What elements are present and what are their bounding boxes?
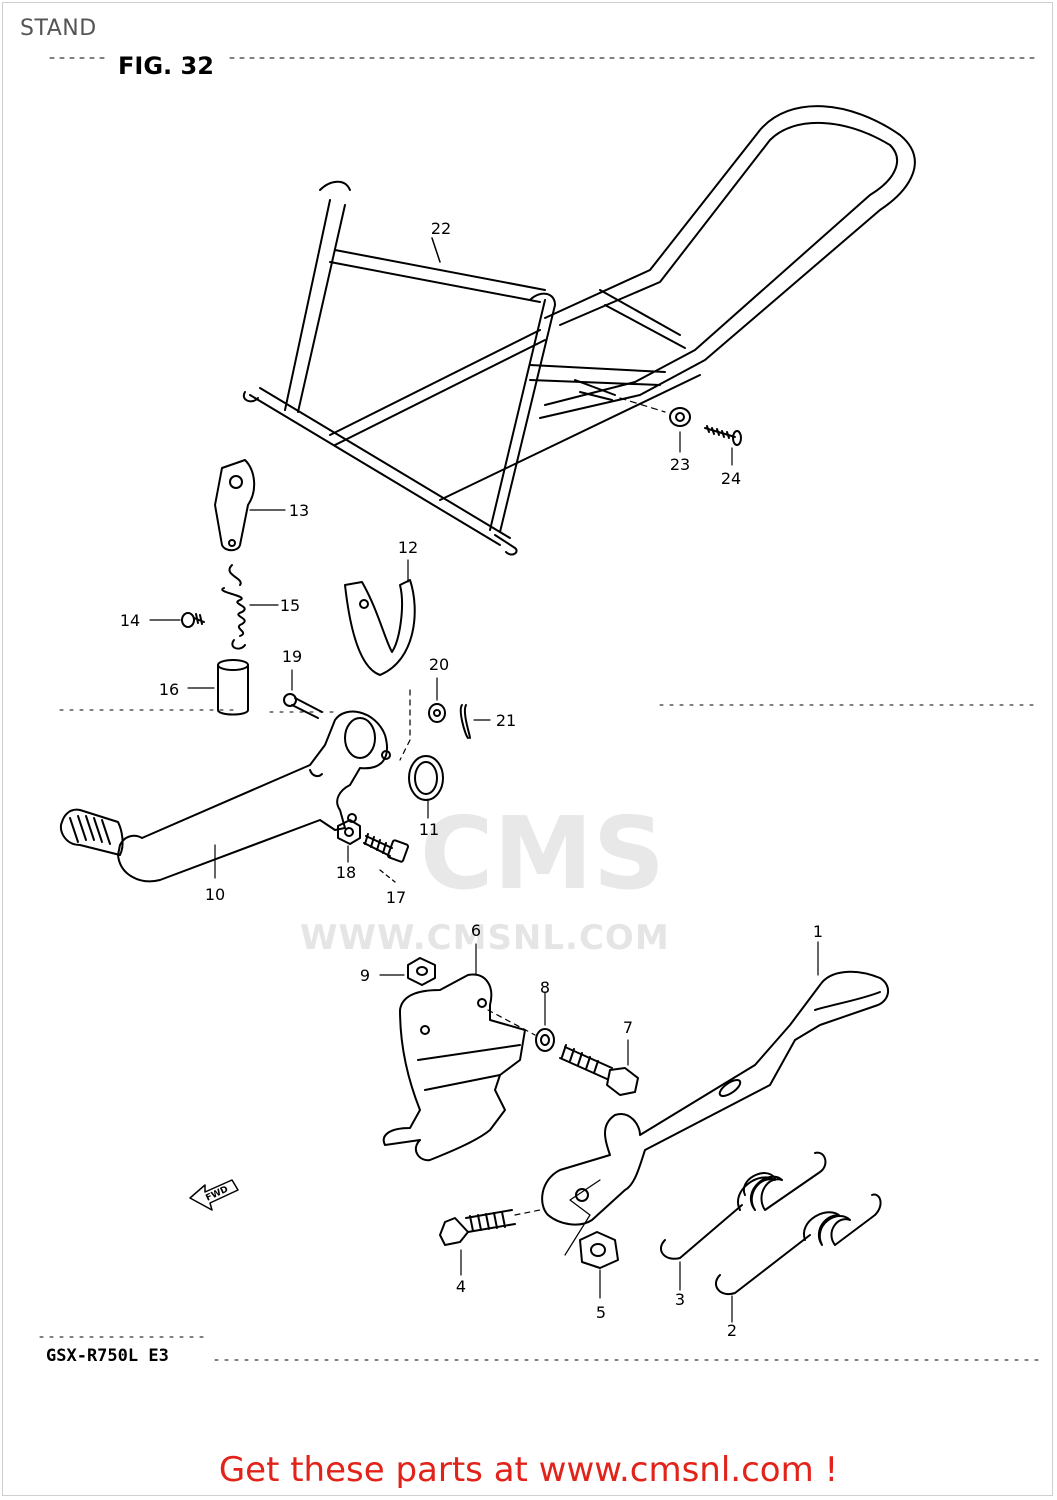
- callout-13: 13: [289, 501, 309, 520]
- cotter-pin-21: [459, 704, 471, 739]
- callout-1: 1: [813, 922, 823, 941]
- bolt-14: [181, 612, 205, 628]
- callout-12: 12: [398, 538, 418, 557]
- callout-15: 15: [280, 596, 300, 615]
- stand-frame-22: [242, 105, 916, 556]
- callout-6: 6: [471, 921, 481, 940]
- callout-18: 18: [336, 863, 356, 882]
- fwd-arrow-icon: [189, 1179, 239, 1211]
- callout-14: 14: [120, 611, 140, 630]
- callout-24: 24: [721, 469, 741, 488]
- bushing-23: [669, 407, 691, 427]
- nut-18: [337, 819, 361, 845]
- spring-2: [715, 1193, 882, 1296]
- callout-21: 21: [496, 711, 516, 730]
- spring-3: [660, 1151, 827, 1260]
- callout-9: 9: [360, 966, 370, 985]
- bracket-13: [214, 459, 256, 552]
- bolt-4: [439, 1209, 516, 1246]
- bolt-17: [363, 833, 410, 863]
- callout-7: 7: [623, 1018, 633, 1037]
- bolt-24: [704, 425, 742, 446]
- callout-4: 4: [456, 1277, 466, 1296]
- model-code: GSX-R750L E3: [46, 1346, 169, 1366]
- page-title: STAND: [20, 16, 97, 41]
- pin-19: [283, 693, 323, 719]
- callout-19: 19: [282, 647, 302, 666]
- bracket-6: [382, 973, 526, 1162]
- callout-3: 3: [675, 1290, 685, 1309]
- fwd-label: FWD: [204, 1185, 230, 1204]
- side-stand-1: [541, 970, 889, 1226]
- bolt-7: [559, 1044, 639, 1096]
- washer-11: [408, 755, 444, 801]
- footer-link[interactable]: Get these parts at www.cmsnl.com !: [218, 1450, 839, 1490]
- nut-9: [407, 957, 436, 986]
- watermark-logo: CMS: [420, 795, 665, 912]
- nut-5: [579, 1231, 619, 1269]
- callout-labels: 1 2 3 4 5 6 7 8 9 10 11 12 13 14 15 16 1…: [120, 219, 823, 1340]
- callout-23: 23: [670, 455, 690, 474]
- callout-22: 22: [431, 219, 451, 238]
- parts-diagram: 1 2 3 4 5 6 7 8 9 10 11 12 13 14 15 16 1…: [39, 57, 1041, 1361]
- washer-20: [428, 703, 446, 723]
- brake-pedal-10: [60, 710, 391, 883]
- callout-8: 8: [540, 978, 550, 997]
- callout-5: 5: [596, 1303, 606, 1322]
- callout-10: 10: [205, 885, 225, 904]
- callout-2: 2: [727, 1321, 737, 1340]
- figure-label: FIG. 32: [118, 52, 214, 80]
- watermark-url: WWW.CMSNL.COM: [300, 918, 670, 958]
- washer-8: [535, 1028, 555, 1052]
- callout-16: 16: [159, 680, 179, 699]
- callout-11: 11: [419, 820, 439, 839]
- spring-15: [221, 564, 246, 650]
- bracket-12: [344, 579, 416, 676]
- callout-17: 17: [386, 888, 406, 907]
- callout-20: 20: [429, 655, 449, 674]
- collar-16: [217, 659, 249, 716]
